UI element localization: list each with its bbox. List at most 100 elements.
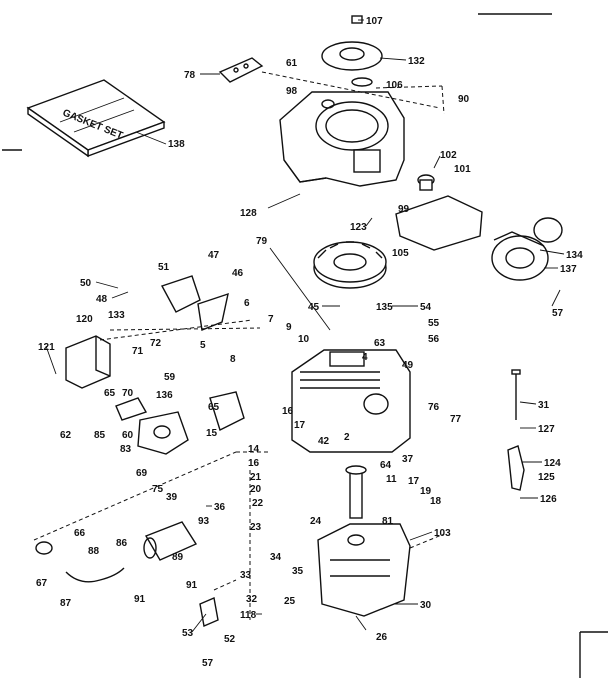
exhaust-pipe — [35, 541, 125, 583]
part-label: 59 — [164, 372, 176, 383]
part-label: 99 — [398, 204, 410, 215]
part-label: 69 — [136, 468, 148, 479]
governor-cover — [209, 391, 245, 431]
part-label: 88 — [88, 546, 100, 557]
part-label: 30 — [420, 600, 432, 611]
part-label: 64 — [380, 460, 392, 471]
part-label: 19 — [420, 486, 432, 497]
part-label: 31 — [538, 400, 550, 411]
part-label: 91 — [134, 594, 146, 605]
blower-housing — [279, 91, 405, 187]
part-label: 24 — [310, 516, 322, 527]
part-label: 103 — [434, 528, 451, 539]
part-label: 87 — [60, 598, 72, 609]
part-label: 32 — [246, 594, 258, 605]
bracket-53 — [199, 597, 219, 627]
part-label: 77 — [450, 414, 462, 425]
part-label: 123 — [350, 222, 367, 233]
leader-lines — [45, 19, 565, 633]
part-label: 93 — [198, 516, 210, 527]
part-label: 65 — [104, 388, 116, 399]
part-label: 120 — [76, 314, 93, 325]
part-label: 17 — [408, 476, 420, 487]
part-label: 25 — [284, 596, 296, 607]
part-label: 71 — [132, 346, 144, 357]
part-label: 124 — [544, 458, 561, 469]
part-label: 9 — [286, 322, 292, 333]
part-label: 50 — [80, 278, 92, 289]
part-label: 125 — [538, 472, 555, 483]
part-label: 79 — [256, 236, 268, 247]
part-label: 63 — [374, 338, 386, 349]
part-label: 15 — [206, 428, 218, 439]
part-label: 6 — [244, 298, 250, 309]
part-label: 37 — [402, 454, 414, 465]
muffler — [143, 521, 198, 561]
part-label: 10 — [298, 334, 310, 345]
part-label: 51 — [158, 262, 170, 273]
part-label: 67 — [36, 578, 48, 589]
part-label: 60 — [122, 430, 134, 441]
part-label: 106 — [386, 80, 403, 91]
part-label: 127 — [538, 424, 555, 435]
part-label: 39 — [166, 492, 178, 503]
part-label: 46 — [232, 268, 244, 279]
part-label: 57 — [202, 658, 214, 669]
part-label: 83 — [120, 444, 132, 455]
oil-base — [317, 465, 411, 617]
part-label: 89 — [172, 552, 184, 563]
flywheel — [313, 241, 387, 289]
part-label: 107 — [366, 16, 383, 27]
part-label: 133 — [108, 310, 125, 321]
bracket — [160, 275, 229, 331]
part-label: 86 — [116, 538, 128, 549]
part-label: 2 — [344, 432, 350, 443]
part-label: 56 — [428, 334, 440, 345]
part-label: 134 — [566, 250, 583, 261]
part-label: 47 — [208, 250, 220, 261]
plate-78 — [218, 57, 264, 83]
part-label: 42 — [318, 436, 330, 447]
part-label: 5 — [200, 340, 206, 351]
part-label: 132 — [408, 56, 425, 67]
part-label: 35 — [292, 566, 304, 577]
part-label: 36 — [214, 502, 226, 513]
part-label: 126 — [540, 494, 557, 505]
part-label: 76 — [428, 402, 440, 413]
part-label: 14 — [248, 444, 260, 455]
part-label: 65 — [208, 402, 220, 413]
part-label: 136 — [156, 390, 173, 401]
part-label: 118 — [240, 610, 257, 621]
part-label: 4 — [362, 352, 368, 363]
part-label: 33 — [240, 570, 252, 581]
part-label: 11 — [386, 474, 397, 485]
part-label: 54 — [420, 302, 432, 313]
part-label: 128 — [240, 208, 257, 219]
part-label: 66 — [74, 528, 86, 539]
part-label: 138 — [168, 139, 185, 150]
part-label: 57 — [552, 308, 564, 319]
flywheel-screen — [321, 15, 383, 87]
assembly-lines — [33, 71, 445, 620]
air-cleaner — [65, 335, 111, 389]
part-label: 22 — [252, 498, 264, 509]
part-label: 102 — [440, 150, 457, 161]
engine-block — [291, 349, 411, 453]
part-label: 17 — [294, 420, 306, 431]
part-label: 91 — [186, 580, 198, 591]
part-label: 52 — [224, 634, 236, 645]
part-label: 98 — [286, 86, 298, 97]
part-label: 101 — [454, 164, 471, 175]
part-label: 26 — [376, 632, 388, 643]
part-label: 16 — [248, 458, 260, 469]
part-label: 48 — [96, 294, 108, 305]
part-label: 16 — [282, 406, 294, 417]
part-label: 55 — [428, 318, 440, 329]
part-label: 62 — [60, 430, 72, 441]
part-label: 49 — [402, 360, 414, 371]
part-label: 75 — [152, 484, 164, 495]
part-label: 90 — [458, 94, 470, 105]
part-label: 34 — [270, 552, 282, 563]
part-label: 21 — [250, 472, 262, 483]
